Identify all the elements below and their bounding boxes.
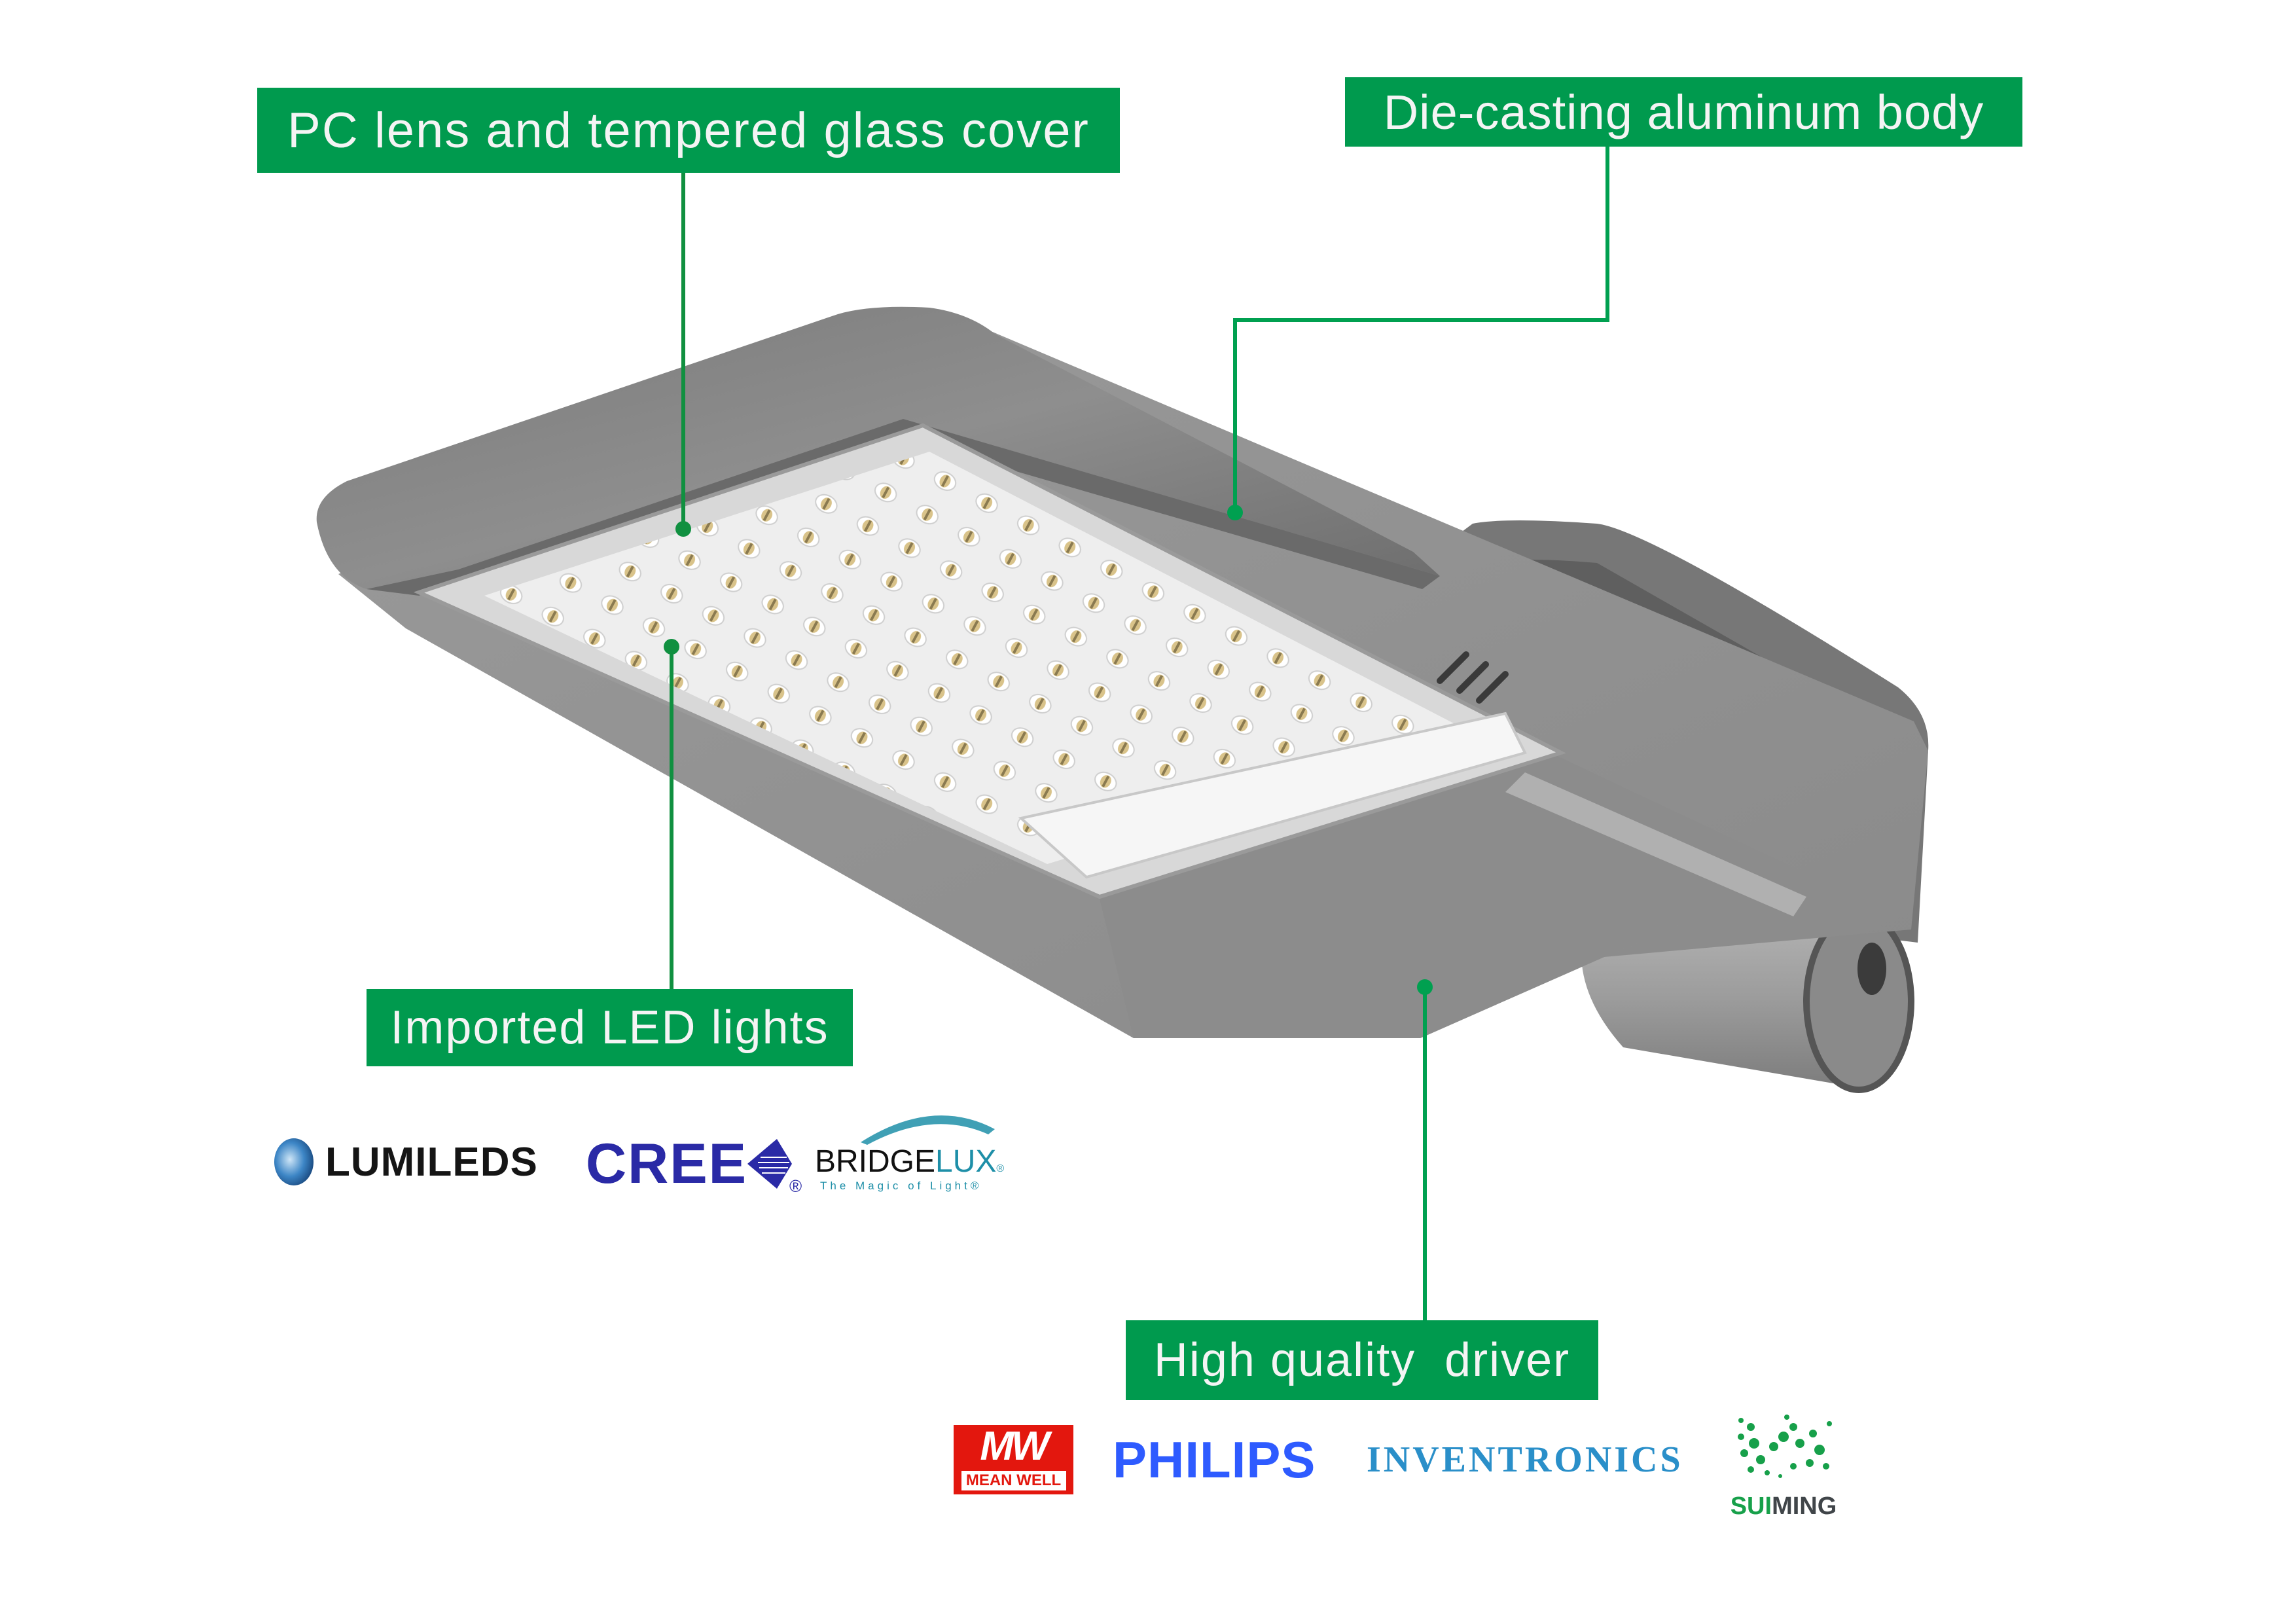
- leader-dot-lens: [675, 521, 691, 537]
- cree-wordmark: CREE: [586, 1132, 747, 1195]
- meanwell-mark: MW: [980, 1424, 1049, 1469]
- bridgelux-wordmark: BRIDGE: [815, 1144, 936, 1179]
- lumileds-globe-icon: [274, 1138, 314, 1185]
- leader-dot-driver: [1417, 979, 1433, 995]
- callout-lens-cover-text: PC lens and tempered glass cover: [287, 102, 1090, 158]
- logo-philips: PHILIPS: [1113, 1430, 1316, 1489]
- lumileds-wordmark: LUMILEDS: [325, 1139, 538, 1185]
- housing-lid: [316, 306, 1440, 589]
- callout-driver-text: High quality driver: [1153, 1334, 1571, 1386]
- logo-lumileds: LUMILEDS: [272, 1136, 538, 1188]
- logo-inventronics: INVENTRONICS: [1367, 1434, 1683, 1486]
- bridgelux-tagline: The Magic of Light®: [820, 1180, 982, 1192]
- leader-dot-body: [1227, 505, 1243, 520]
- logo-suiming: SUIMING: [1708, 1407, 1859, 1525]
- suiming-wordmark: MING: [1772, 1492, 1837, 1520]
- pole-clamp: [1581, 910, 1874, 1087]
- callout-lens-cover: PC lens and tempered glass cover: [257, 88, 1120, 173]
- bridgelux-wordmark-accent: LUX: [935, 1144, 997, 1179]
- logo-cree: CREE ®: [586, 1131, 802, 1197]
- callout-led: Imported LED lights: [367, 989, 853, 1066]
- leader-dot-led: [664, 639, 679, 655]
- bridgelux-arc-icon: [861, 1115, 995, 1145]
- callout-body-text: Die-casting aluminum body: [1383, 84, 1984, 139]
- logo-meanwell: MW MEAN WELL: [954, 1425, 1073, 1494]
- inventronics-wordmark: INVENTRONICS: [1367, 1439, 1683, 1480]
- leader-body: [1233, 146, 1609, 513]
- callout-led-text: Imported LED lights: [390, 1001, 829, 1054]
- philips-wordmark: PHILIPS: [1113, 1430, 1316, 1489]
- logo-bridgelux: BRIDGELUX® The Magic of Light®: [815, 1103, 1005, 1201]
- suiming-dots-icon: [1738, 1415, 1832, 1478]
- callout-body: Die-casting aluminum body: [1345, 77, 2022, 147]
- meanwell-name: MEAN WELL: [961, 1471, 1066, 1490]
- cree-registered-mark: ®: [789, 1176, 802, 1196]
- callout-driver: High quality driver: [1126, 1320, 1598, 1400]
- bridgelux-registered-mark: ®: [996, 1163, 1005, 1174]
- led-array: [484, 452, 1473, 864]
- cree-diamond-icon: [747, 1139, 792, 1189]
- suiming-wordmark-accent: SUI: [1730, 1492, 1772, 1520]
